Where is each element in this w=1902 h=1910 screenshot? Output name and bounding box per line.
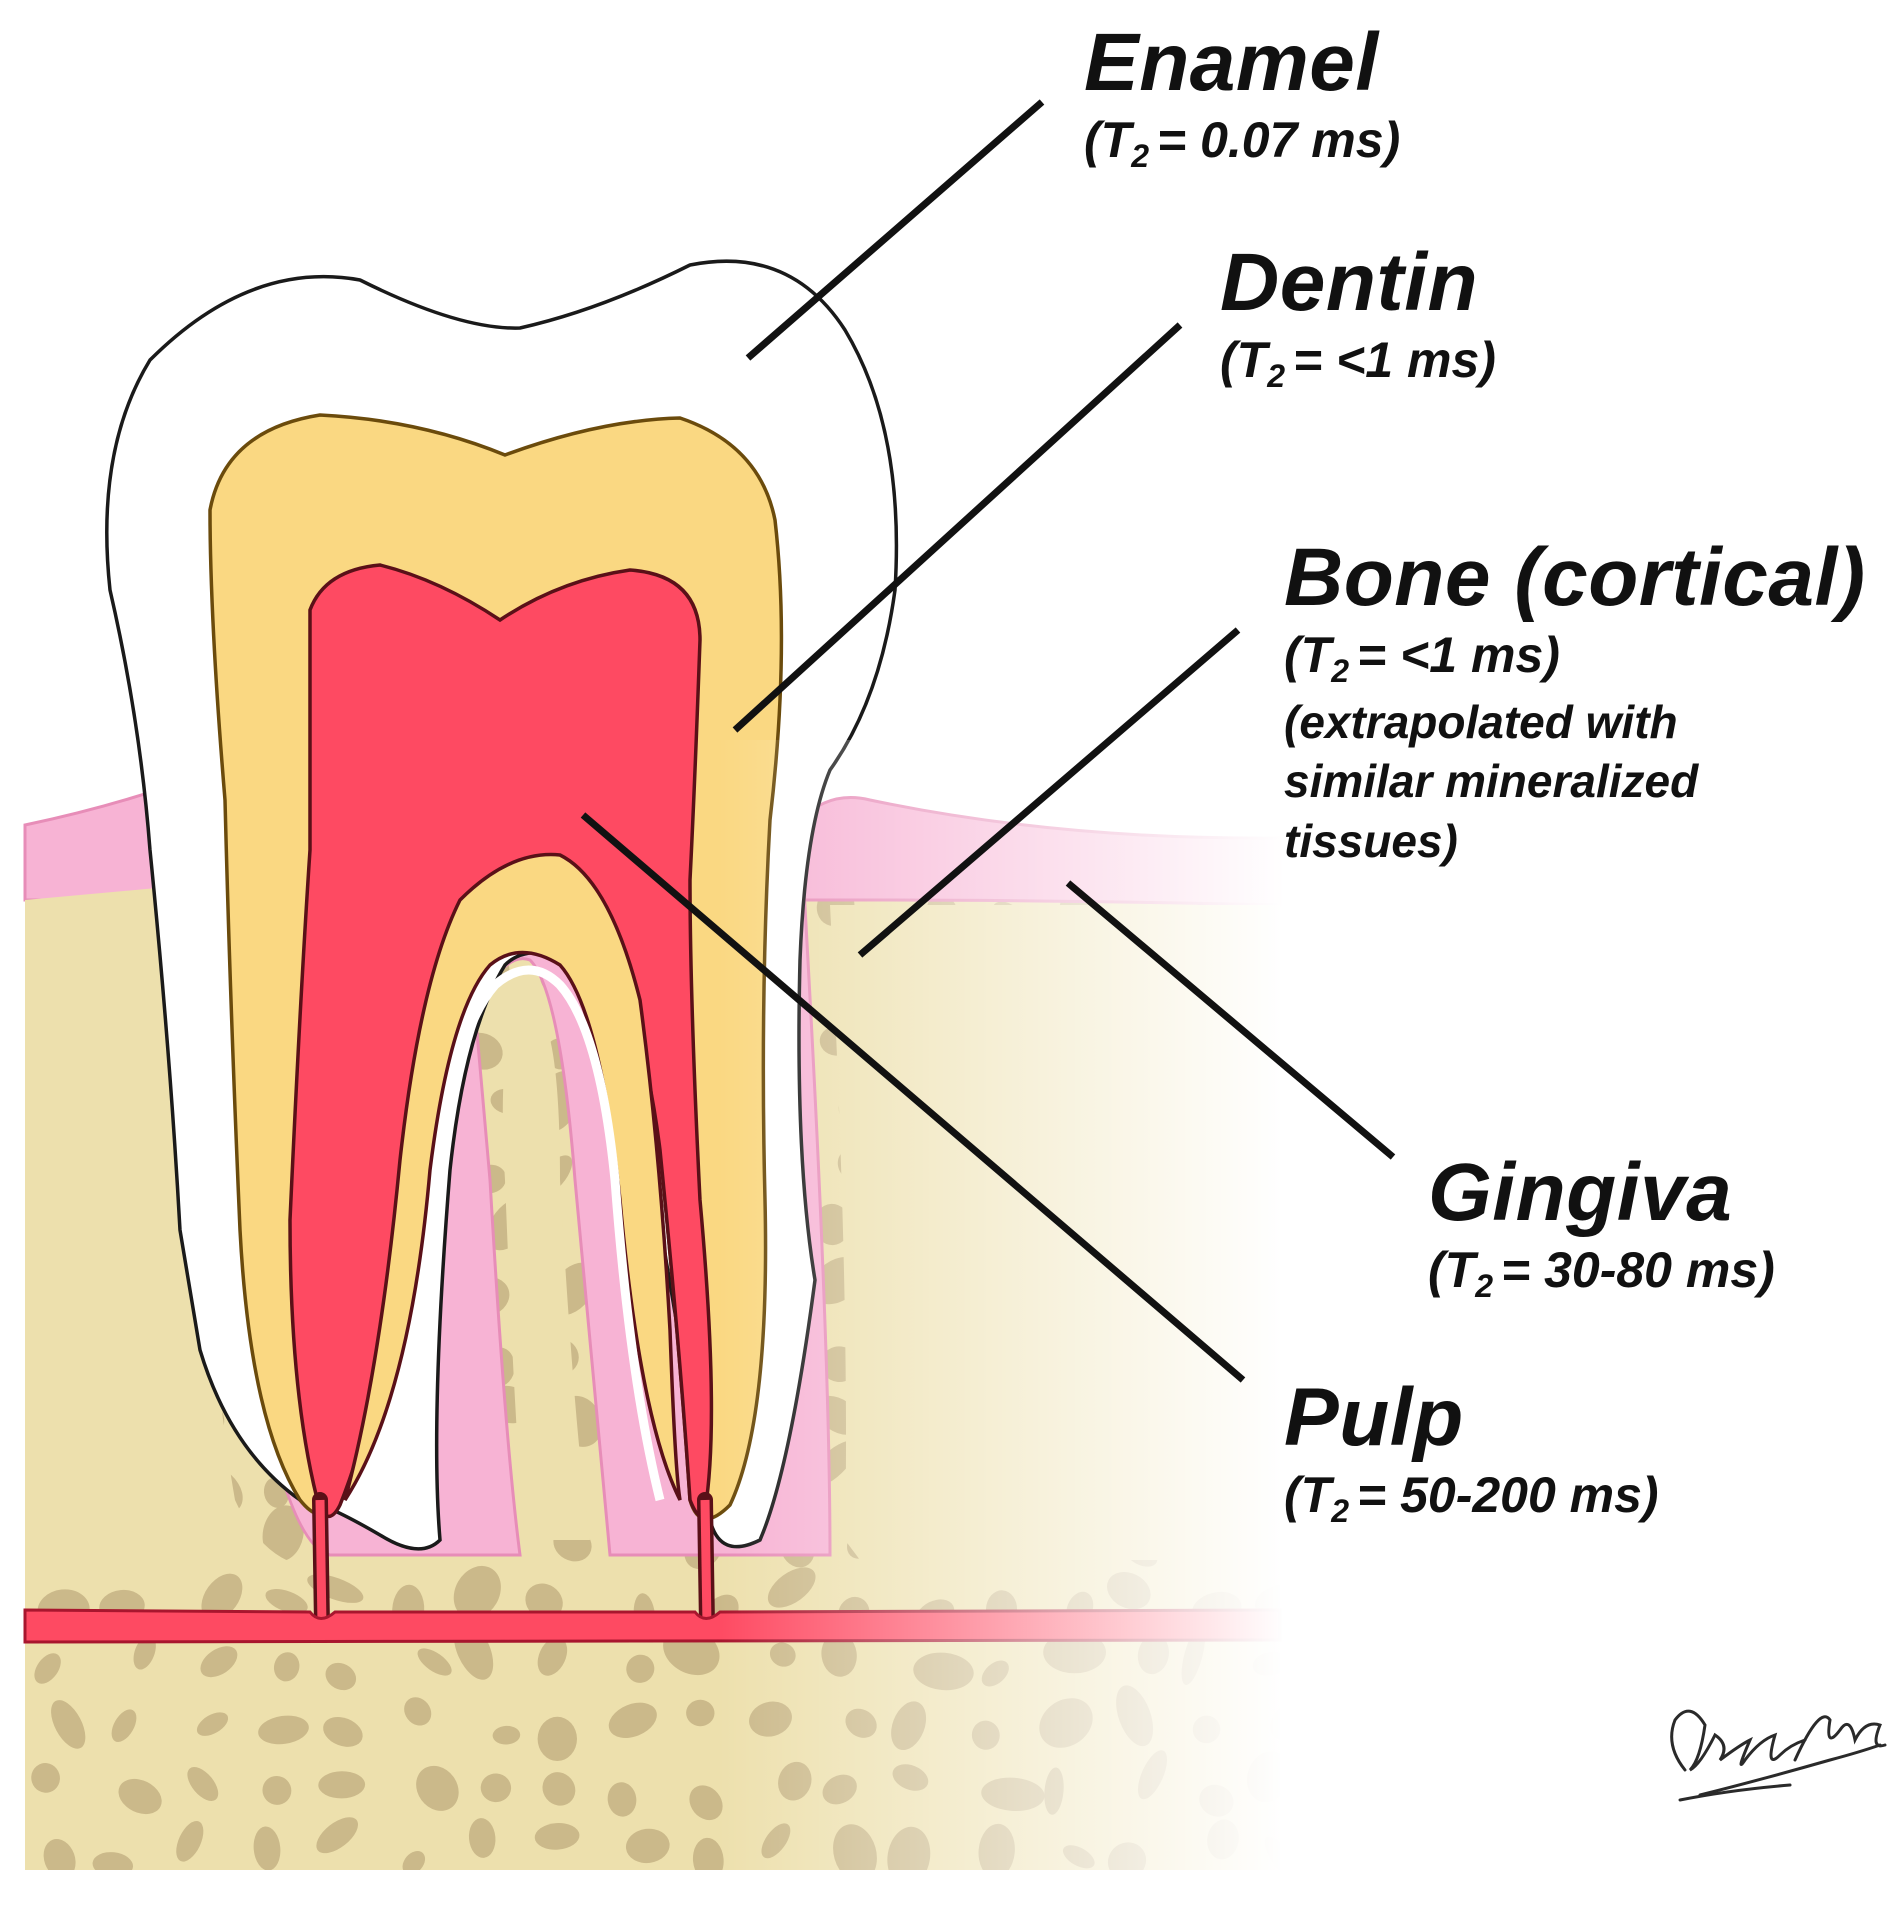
bone-pore	[1284, 1157, 1321, 1187]
pulp-t2-prefix: (T	[1284, 1467, 1332, 1524]
enamel-t2-sub: 2	[1131, 138, 1149, 175]
gingiva-leader	[1065, 880, 1396, 1160]
dentin-t2-value: = <1 ms)	[1293, 332, 1496, 389]
pulp-t2-value: = 50-200 ms)	[1357, 1467, 1659, 1524]
bone-note-line-2: similar mineralized	[1284, 755, 1699, 808]
bone-t2-prefix: (T	[1284, 627, 1332, 684]
pulp-label: Pulp (T2= 50-200 ms)	[1284, 1372, 1659, 1529]
dentin-name: Dentin	[1220, 237, 1479, 328]
dentin-t2-sub: 2	[1267, 358, 1285, 395]
gingiva-name: Gingiva	[1428, 1147, 1733, 1238]
pulp-t2-sub: 2	[1331, 1493, 1349, 1530]
gingiva-t2-value: = 30-80 ms)	[1501, 1242, 1775, 1299]
pulp-t2: (T2= 50-200 ms)	[1284, 1469, 1659, 1529]
dentin-t2: (T2= <1 ms)	[1220, 334, 1496, 394]
enamel-t2-prefix: (T	[1084, 112, 1132, 169]
bone-leader	[857, 627, 1241, 958]
fade-overlay	[25, 740, 1285, 1870]
dentin-t2-prefix: (T	[1220, 332, 1268, 389]
enamel-leader	[745, 99, 1045, 361]
bone-note-line-1: (extrapolated with	[1284, 695, 1678, 748]
bone-name: Bone (cortical)	[1284, 532, 1866, 623]
gingiva-t2-prefix: (T	[1428, 1242, 1476, 1299]
pulp-name: Pulp	[1284, 1372, 1464, 1463]
pulp-leader	[580, 812, 1246, 1383]
gingiva-t2-sub: 2	[1475, 1268, 1493, 1305]
bone-t2-sub: 2	[1331, 653, 1349, 690]
gingiva-label: Gingiva (T2= 30-80 ms)	[1428, 1147, 1775, 1304]
enamel-t2: (T2= 0.07 ms)	[1084, 114, 1400, 174]
bone-note-line-3: tissues)	[1284, 815, 1458, 868]
dentin-label: Dentin (T2= <1 ms)	[1220, 237, 1496, 394]
bone-t2-value: = <1 ms)	[1357, 627, 1560, 684]
enamel-label: Enamel (T2= 0.07 ms)	[1084, 17, 1400, 174]
bone-label: Bone (cortical) (T2= <1 ms) (extrapolate…	[1284, 532, 1866, 872]
enamel-t2-value: = 0.07 ms)	[1157, 112, 1401, 169]
gingiva-t2: (T2= 30-80 ms)	[1428, 1244, 1775, 1304]
enamel-name: Enamel	[1084, 17, 1379, 108]
dentin-leader	[732, 322, 1183, 733]
signature	[1670, 1709, 1887, 1802]
bone-t2: (T2= <1 ms)	[1284, 629, 1866, 689]
